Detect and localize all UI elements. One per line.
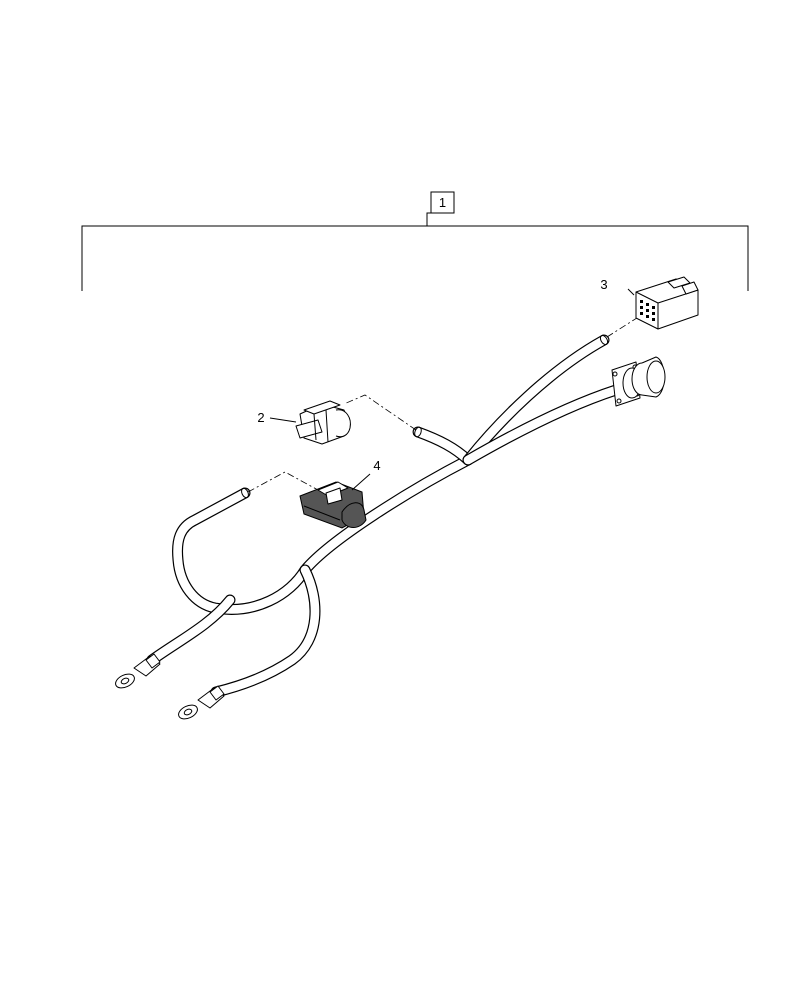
connector-3-icon [627,276,699,330]
callout-4-label: 4 [373,458,380,473]
wire-harness [146,334,622,698]
assembly-bracket [81,212,749,291]
connector-4-icon [299,481,367,529]
callout-3: 3 [600,277,607,292]
leader-lines [247,315,641,493]
callout-3-label: 3 [600,277,607,292]
connector-2-icon [295,400,351,445]
callout-4: 4 [351,458,381,491]
callout-1-label: 1 [439,195,446,210]
round-bulkhead-connector-icon [611,356,666,407]
ring-terminal-a-icon [115,653,161,689]
callout-2: 2 [257,410,297,425]
callout-2-label: 2 [257,410,264,425]
ring-terminal-b-icon [178,685,225,720]
callout-1: 1 [430,191,455,214]
